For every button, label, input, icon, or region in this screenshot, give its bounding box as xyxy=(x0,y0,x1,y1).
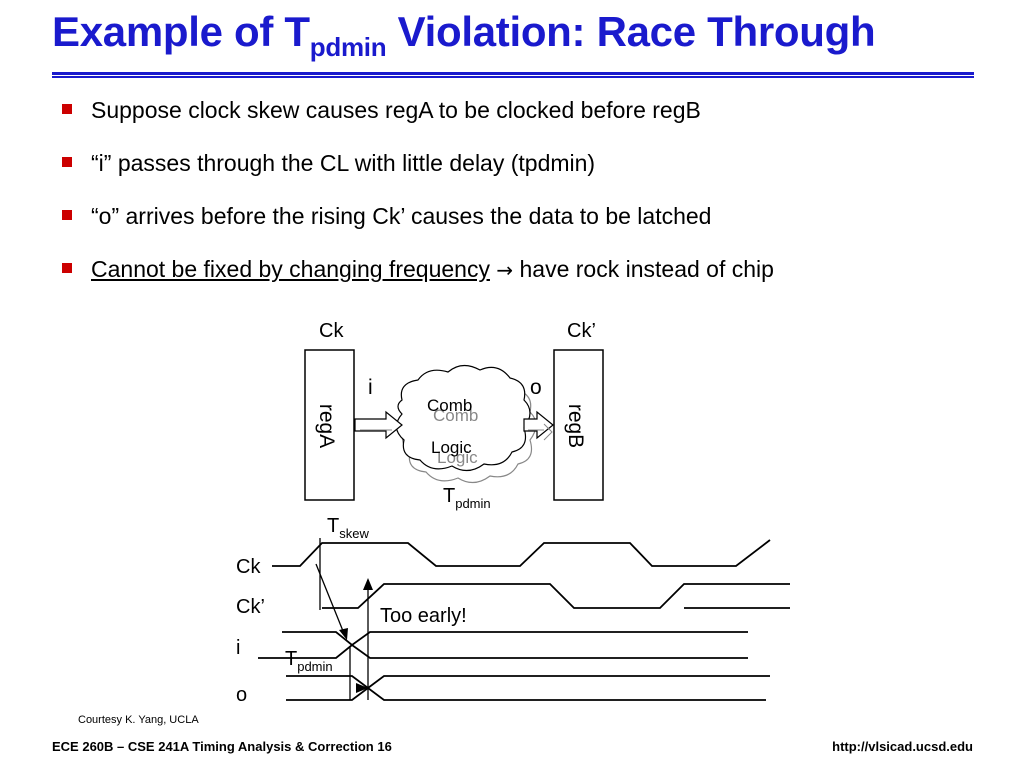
register-b-label: regB xyxy=(564,404,587,448)
input-label: i xyxy=(368,376,373,399)
square-bullet-icon xyxy=(62,210,72,220)
i-waveform-upper xyxy=(282,631,748,647)
bullet-item: Suppose clock skew causes regA to be clo… xyxy=(62,96,774,149)
square-bullet-icon xyxy=(62,263,72,273)
too-early-label: Too early! xyxy=(380,605,467,627)
square-bullet-icon xyxy=(62,104,72,114)
register-a-label: regA xyxy=(315,404,338,448)
cloud-text-logic: Logic xyxy=(431,438,472,457)
title-underline xyxy=(52,72,974,78)
up-arrowhead-icon xyxy=(363,578,373,590)
signal-label-o: o xyxy=(236,684,247,706)
tpd-arrowhead-icon xyxy=(356,683,368,693)
output-arrow xyxy=(523,410,554,440)
ck-prime-waveform xyxy=(322,583,790,609)
footer-course-info: ECE 260B – CSE 241A Timing Analysis & Co… xyxy=(52,739,392,754)
bullet-item: “i” passes through the CL with little de… xyxy=(62,149,774,202)
input-arrow xyxy=(354,410,403,440)
i-waveform-lower xyxy=(258,643,748,659)
register-b-box xyxy=(553,349,604,501)
output-label: o xyxy=(530,376,542,399)
right-arrow-icon: → xyxy=(496,258,514,282)
cloud-text-comb: Comb xyxy=(427,396,472,415)
cloud-shadow-text: Logic xyxy=(437,448,478,467)
bullet-list: Suppose clock skew causes regA to be clo… xyxy=(62,96,774,308)
ck-waveform xyxy=(272,539,771,567)
bullet-item: Cannot be fixed by changing frequency → … xyxy=(62,255,774,308)
footer-url: http://vlsicad.ucsd.edu xyxy=(832,739,973,754)
skew-arrowhead-icon xyxy=(339,628,348,640)
signal-label-i: i xyxy=(236,637,240,659)
skew-arrow-line xyxy=(315,563,346,637)
clock-prime-label: Ck’ xyxy=(567,320,596,342)
output-arrow-shadow xyxy=(528,423,553,441)
tpdmin-label: Tpdmin xyxy=(443,485,491,511)
clock-label: Ck xyxy=(319,320,344,342)
square-bullet-icon xyxy=(62,157,72,167)
signal-label-ck-prime: Ck’ xyxy=(236,596,265,618)
register-a-box xyxy=(304,349,355,501)
timing-tpdmin-label: Tpdmin xyxy=(285,648,333,674)
signal-label-ck: Ck xyxy=(236,556,261,578)
bullet-item: “o” arrives before the rising Ck’ causes… xyxy=(62,202,774,255)
tskew-label: Tskew xyxy=(327,515,369,541)
courtesy-note: Courtesy K. Yang, UCLA xyxy=(78,714,199,726)
cloud-shadow-text: Comb xyxy=(433,406,478,425)
slide-title: Example of Tpdmin Violation: Race Throug… xyxy=(52,8,876,62)
